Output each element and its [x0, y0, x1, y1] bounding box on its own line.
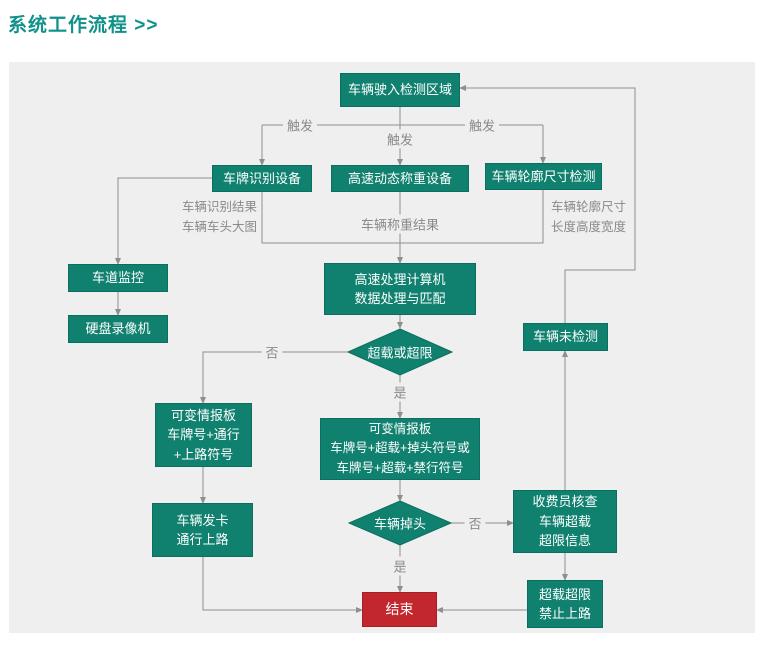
node-start: 车辆驶入检测区域 [340, 73, 460, 107]
node-dvr: 硬盘录像机 [68, 315, 168, 343]
node-dynamic-weighing: 高速动态称重设备 [331, 165, 469, 192]
node-contour-detection: 车辆轮廓尺寸检测 [485, 163, 602, 190]
node-card-issue: 车辆发卡 通行上路 [152, 503, 253, 557]
label-trigger-right: 触发 [464, 115, 500, 135]
node-vms-pass: 可变情报板 车牌号+通行 +上路符号 [155, 403, 252, 467]
label-decision1-yes: 是 [389, 382, 411, 402]
node-not-detected: 车辆未检测 [523, 323, 608, 351]
node-plate-recognition: 车牌识别设备 [212, 165, 312, 192]
node-toll-check: 收费员核查 车辆超载 超限信息 [513, 490, 617, 553]
label-decision2-yes: 是 [389, 556, 411, 576]
decision-uturn-label: 车辆掉头 [373, 516, 427, 532]
label-weigh-result: 车辆称重结果 [356, 214, 444, 234]
decision-overload-label: 超载或超限 [367, 345, 433, 361]
label-plate-result: 车辆识别结果 车辆车头大图 [182, 200, 258, 234]
node-prohibit: 超载超限 禁止上路 [527, 580, 603, 628]
node-lane-monitor: 车道监控 [68, 264, 168, 292]
label-contour-result: 车辆轮廓尺寸 长度高度宽度 [551, 200, 627, 234]
node-vms-overload: 可变情报板 车牌号+超载+掉头符号或 车牌号+超载+禁行符号 [320, 418, 480, 480]
label-trigger-center: 触发 [382, 129, 418, 149]
node-end: 结束 [362, 592, 437, 627]
page-title: 系统工作流程 >> [8, 15, 159, 36]
label-decision1-no: 否 [261, 342, 283, 362]
label-decision2-no: 否 [464, 513, 486, 533]
label-trigger-left: 触发 [282, 115, 318, 135]
node-processing-computer: 高速处理计算机 数据处理与匹配 [324, 263, 476, 315]
